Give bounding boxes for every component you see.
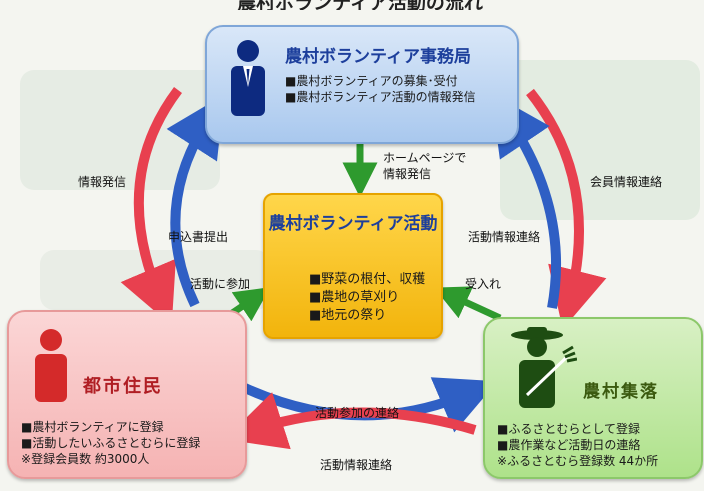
village-box: 農村集落 ふるさとむらとして登録 農作業など活動日の連絡 ふるさとむら登録数 4… — [483, 317, 703, 479]
label-homepage: ホームページで 情報発信 — [383, 150, 473, 182]
activity-title: 農村ボランティア活動 — [268, 214, 438, 234]
resident-item: 活動したいふるさとむらに登録 — [21, 435, 200, 451]
office-items: 農村ボランティアの募集･受付 農村ボランティア活動の情報発信 — [285, 73, 476, 105]
label-info-send: 情報発信 — [78, 175, 127, 189]
activity-box: 農村ボランティア活動 野菜の根付、収穫 農地の草刈り 地元の祭り — [263, 193, 443, 339]
resident-item: 農村ボランティアに登録 — [21, 419, 200, 435]
village-item: 農作業など活動日の連絡 — [497, 437, 658, 453]
farmer-icon — [511, 327, 577, 408]
office-box: 農村ボランティア事務局 農村ボランティアの募集･受付 農村ボランティア活動の情報… — [205, 25, 519, 144]
village-item: ふるさとむらとして登録 — [497, 421, 658, 437]
activity-items: 野菜の根付、収穫 農地の草刈り 地元の祭り — [309, 271, 425, 325]
village-note: ふるさとむら登録数 44か所 — [497, 453, 658, 469]
arrow-activity-info — [491, 93, 561, 309]
activity-item: 地元の祭り — [309, 307, 425, 325]
office-item: 農村ボランティア活動の情報発信 — [285, 89, 475, 105]
label-activity-info-bottom: 活動情報連絡 — [320, 458, 393, 472]
label-application: 申込書提出 — [168, 230, 229, 244]
arrow-accept — [434, 286, 502, 322]
village-title: 農村集落 — [583, 382, 659, 402]
label-member-contact: 会員情報連絡 — [590, 175, 663, 189]
resident-box: 都市住民 農村ボランティアに登録 活動したいふるさとむらに登録 登録会員数 約3… — [7, 310, 247, 479]
label-activity-info: 活動情報連絡 — [468, 230, 541, 244]
activity-item: 農地の草刈り — [309, 289, 425, 307]
activity-item: 野菜の根付、収穫 — [309, 271, 425, 289]
arrow-info-send — [120, 86, 182, 326]
arrow-activity-info-bottom — [224, 392, 477, 450]
office-item: 農村ボランティアの募集･受付 — [285, 73, 476, 89]
label-homepage-text: ホームページで 情報発信 — [383, 151, 467, 181]
label-participate: 活動に参加 — [190, 277, 251, 291]
staff-person-icon — [231, 40, 265, 116]
label-accept: 受入れ — [465, 277, 502, 291]
resident-title: 都市住民 — [83, 376, 163, 397]
resident-person-icon — [35, 329, 67, 402]
diagram-title: 農村ボランティア活動の流れ — [200, 0, 520, 10]
resident-items: 農村ボランティアに登録 活動したいふるさとむらに登録 登録会員数 約3000人 — [21, 419, 200, 467]
resident-note: 登録会員数 約3000人 — [21, 451, 200, 467]
village-items: ふるさとむらとして登録 農作業など活動日の連絡 ふるさとむら登録数 44か所 — [497, 421, 658, 469]
label-participation-contact: 活動参加の連絡 — [315, 406, 400, 420]
arrow-application — [166, 94, 225, 308]
office-title: 農村ボランティア事務局 — [285, 47, 471, 67]
